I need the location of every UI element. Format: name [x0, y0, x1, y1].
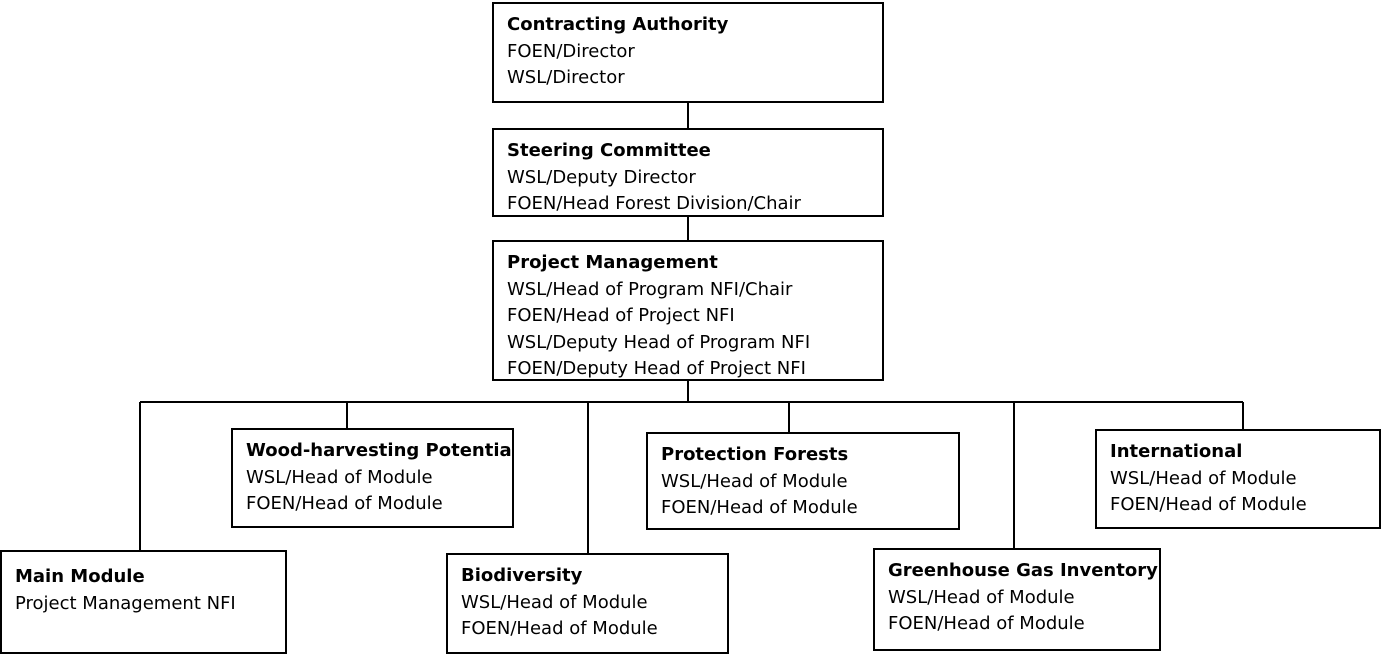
project-management-line: WSL/Deputy Head of Program NFI [507, 331, 811, 353]
steering-committee-line: FOEN/Head Forest Division/Chair [507, 193, 801, 214]
biodiversity-box: Biodiversity WSL/Head of Module FOEN/Hea… [446, 553, 729, 654]
protection-forests-box: Protection Forests WSL/Head of Module FO… [646, 432, 960, 530]
protection-forests-title: Protection Forests [661, 444, 849, 465]
project-management-line: FOEN/Head of Project NFI [507, 305, 735, 326]
main-module-box: Main Module Project Management NFI [0, 550, 287, 654]
biodiversity-title: Biodiversity [461, 565, 583, 586]
steering-committee-box: Steering Committee WSL/Deputy Director F… [492, 128, 884, 217]
protection-forests-line: FOEN/Head of Module [661, 497, 858, 518]
project-management-box: Project Management WSL/Head of Program N… [492, 240, 884, 381]
international-line: FOEN/Head of Module [1110, 494, 1307, 515]
project-management-line: WSL/Head of Program NFI/Chair [507, 278, 793, 300]
ghg-inventory-title: Greenhouse Gas Inventory [888, 560, 1158, 581]
contracting-authority-line: FOEN/Director [507, 40, 635, 62]
protection-forests-line: WSL/Head of Module [661, 470, 848, 492]
international-title: International [1110, 441, 1243, 462]
project-management-line: FOEN/Deputy Head of Project NFI [507, 358, 806, 379]
project-management-title: Project Management [507, 252, 718, 273]
main-module-line: Project Management NFI [15, 592, 236, 614]
ghg-inventory-line: FOEN/Head of Module [888, 613, 1085, 634]
contracting-authority-title: Contracting Authority [507, 14, 729, 35]
international-box: International WSL/Head of Module FOEN/He… [1095, 429, 1381, 529]
ghg-inventory-box: Greenhouse Gas Inventory WSL/Head of Mod… [873, 548, 1161, 651]
biodiversity-line: WSL/Head of Module [461, 591, 648, 613]
contracting-authority-line: WSL/Director [507, 67, 625, 88]
steering-committee-title: Steering Committee [507, 140, 711, 161]
contracting-authority-box: Contracting Authority FOEN/Director WSL/… [492, 2, 884, 103]
wood-harvesting-box: Wood-harvesting Potential WSL/Head of Mo… [231, 428, 514, 528]
biodiversity-line: FOEN/Head of Module [461, 618, 658, 639]
international-line: WSL/Head of Module [1110, 467, 1297, 489]
ghg-inventory-line: WSL/Head of Module [888, 586, 1075, 608]
wood-harvesting-line: FOEN/Head of Module [246, 493, 443, 514]
wood-harvesting-line: WSL/Head of Module [246, 466, 433, 488]
main-module-title: Main Module [15, 566, 145, 587]
wood-harvesting-title: Wood-harvesting Potential [246, 440, 514, 461]
steering-committee-line: WSL/Deputy Director [507, 166, 696, 188]
